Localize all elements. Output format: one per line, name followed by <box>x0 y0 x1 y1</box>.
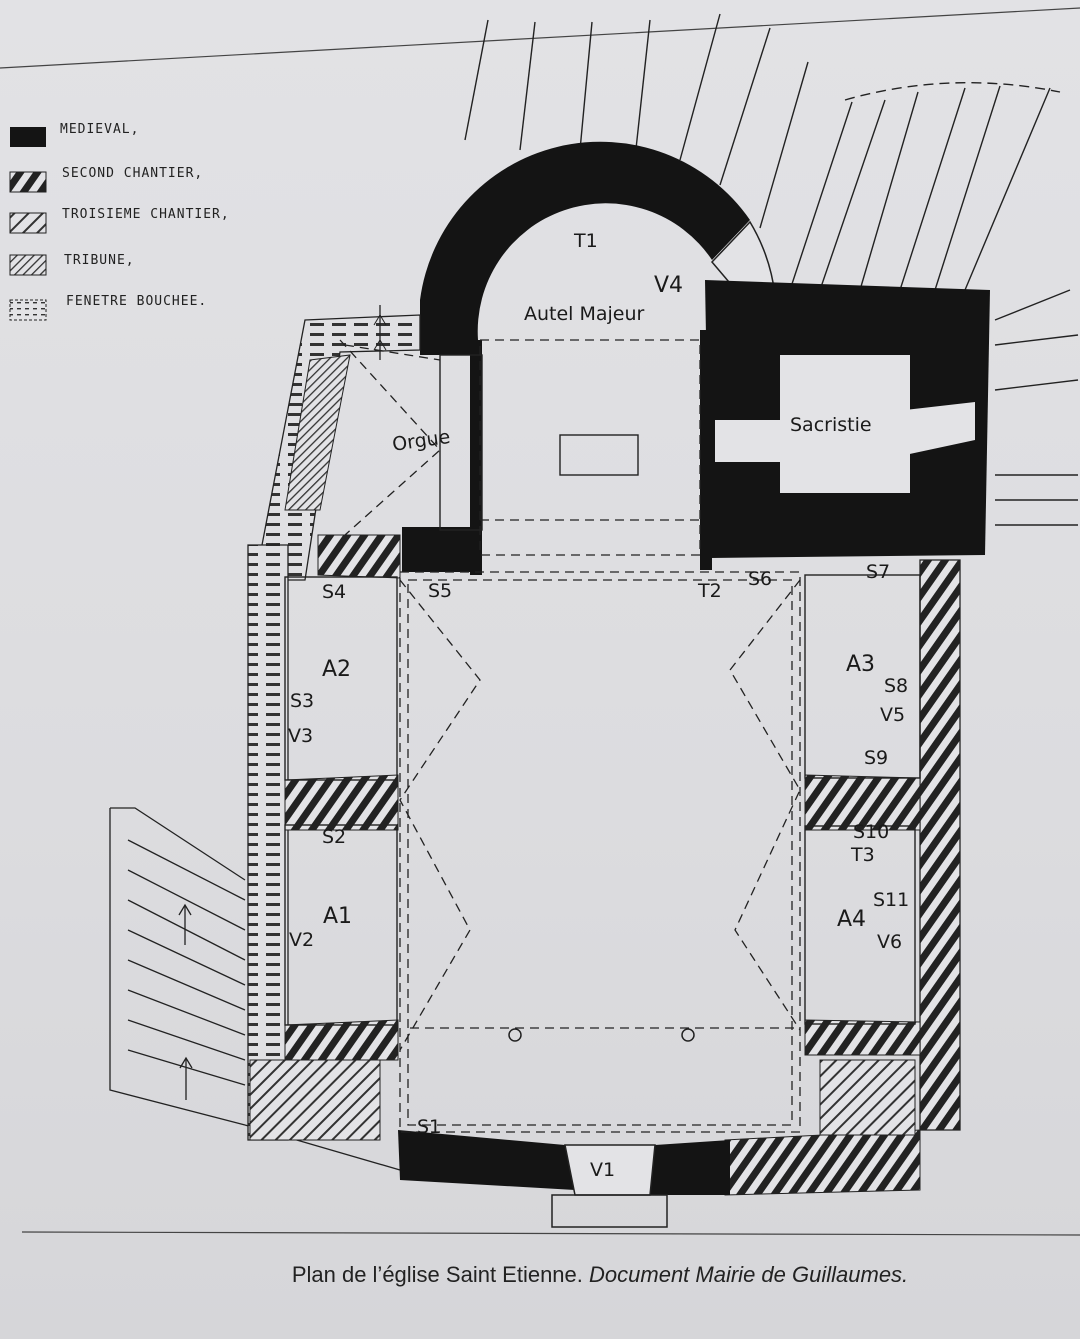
label-s1: S1 <box>417 1116 441 1138</box>
label-a1: A1 <box>323 904 352 929</box>
label-s3: S3 <box>290 690 314 712</box>
label-a2: A2 <box>322 657 351 682</box>
label-s8: S8 <box>884 675 908 697</box>
church-floor-plan: MEDIEVAL, SECOND CHANTIER, TROISIEME CHA… <box>0 7 1080 1236</box>
label-s2: S2 <box>322 826 346 848</box>
legend-swatch <box>9 212 47 234</box>
portal-steps <box>551 1194 668 1228</box>
label-s4: S4 <box>322 581 346 603</box>
sacristy-passage <box>715 420 785 462</box>
legend-item-second-chantier: SECOND CHANTIER, <box>9 166 203 193</box>
label-t2: T2 <box>697 580 722 602</box>
wall-segment <box>284 774 399 831</box>
legend-swatch <box>9 299 47 321</box>
pillar-base <box>508 1028 522 1042</box>
legend-label: SECOND CHANTIER, <box>62 166 203 181</box>
legend-item-fenetre-bouchee: FENETRE BOUCHEE. <box>9 294 207 321</box>
label-v5: V5 <box>880 704 905 726</box>
caption-title: Plan de l’église Saint Etienne. <box>291 1262 583 1287</box>
vault-dashes <box>339 339 801 1133</box>
legend-label: FENETRE BOUCHEE. <box>66 294 207 309</box>
chapel-outlines <box>284 354 921 1026</box>
label-v4: V4 <box>654 273 683 298</box>
legend-item-tribune: TRIBUNE, <box>9 253 135 276</box>
label-orgue: Orgue <box>391 426 452 456</box>
legend-item-medieval: MEDIEVAL, <box>10 122 139 147</box>
label-s5: S5 <box>428 580 452 602</box>
label-v6: V6 <box>877 931 902 953</box>
facade-wall <box>724 1129 921 1196</box>
wall-segment <box>284 1019 399 1061</box>
label-s6: S6 <box>748 568 772 590</box>
nave-wall-east <box>919 559 961 1131</box>
legend-swatch <box>9 254 47 276</box>
terrace-lines <box>464 13 1079 526</box>
facade-medieval <box>650 1140 730 1195</box>
legend: MEDIEVAL, SECOND CHANTIER, TROISIEME CHA… <box>9 122 230 321</box>
label-s7: S7 <box>866 561 890 583</box>
plan-figure: MEDIEVAL, SECOND CHANTIER, TROISIEME CHA… <box>0 7 1080 1236</box>
wall-segment <box>804 1019 921 1056</box>
tribune-bay <box>249 1059 381 1141</box>
label-v1: V1 <box>590 1159 615 1181</box>
label-a4: A4 <box>837 907 866 932</box>
tribune-stair <box>284 354 351 511</box>
apse-wall <box>420 141 750 355</box>
label-autel-majeur: Autel Majeur <box>524 303 645 325</box>
label-t3: T3 <box>850 844 875 866</box>
label-s10: S10 <box>853 821 889 843</box>
label-sacristie: Sacristie <box>790 414 872 436</box>
label-s9: S9 <box>864 747 888 769</box>
label-v3: V3 <box>288 725 313 747</box>
label-a3: A3 <box>846 652 875 677</box>
sacristy-window <box>905 402 975 455</box>
label-apse: T1 <box>573 230 598 252</box>
legend-item-troisieme-chantier: TROISIEME CHANTIER, <box>9 207 230 234</box>
choir-wall <box>402 527 480 572</box>
pillar-base <box>681 1028 695 1042</box>
label-s11: S11 <box>873 889 909 911</box>
legend-label: MEDIEVAL, <box>60 122 139 137</box>
sacristy-room <box>780 355 910 493</box>
choir-wall <box>470 340 482 575</box>
label-v2: V2 <box>289 929 314 951</box>
nave-wall-west <box>247 544 289 1141</box>
wall-segment <box>804 774 921 831</box>
legend-swatch <box>9 171 47 193</box>
choir-wall <box>700 330 712 570</box>
legend-label: TRIBUNE, <box>64 253 135 268</box>
facade-medieval <box>398 1130 575 1190</box>
caption-source: Document Mairie de Guillaumes. <box>589 1262 909 1287</box>
wall-segment <box>317 534 401 579</box>
stairs-left <box>109 807 401 1171</box>
legend-label: TROISIEME CHANTIER, <box>62 207 230 222</box>
tribune-bay <box>819 1059 916 1136</box>
figure-caption: Plan de l’église Saint Etienne. Document… <box>0 1262 1080 1288</box>
legend-swatch <box>10 127 46 147</box>
